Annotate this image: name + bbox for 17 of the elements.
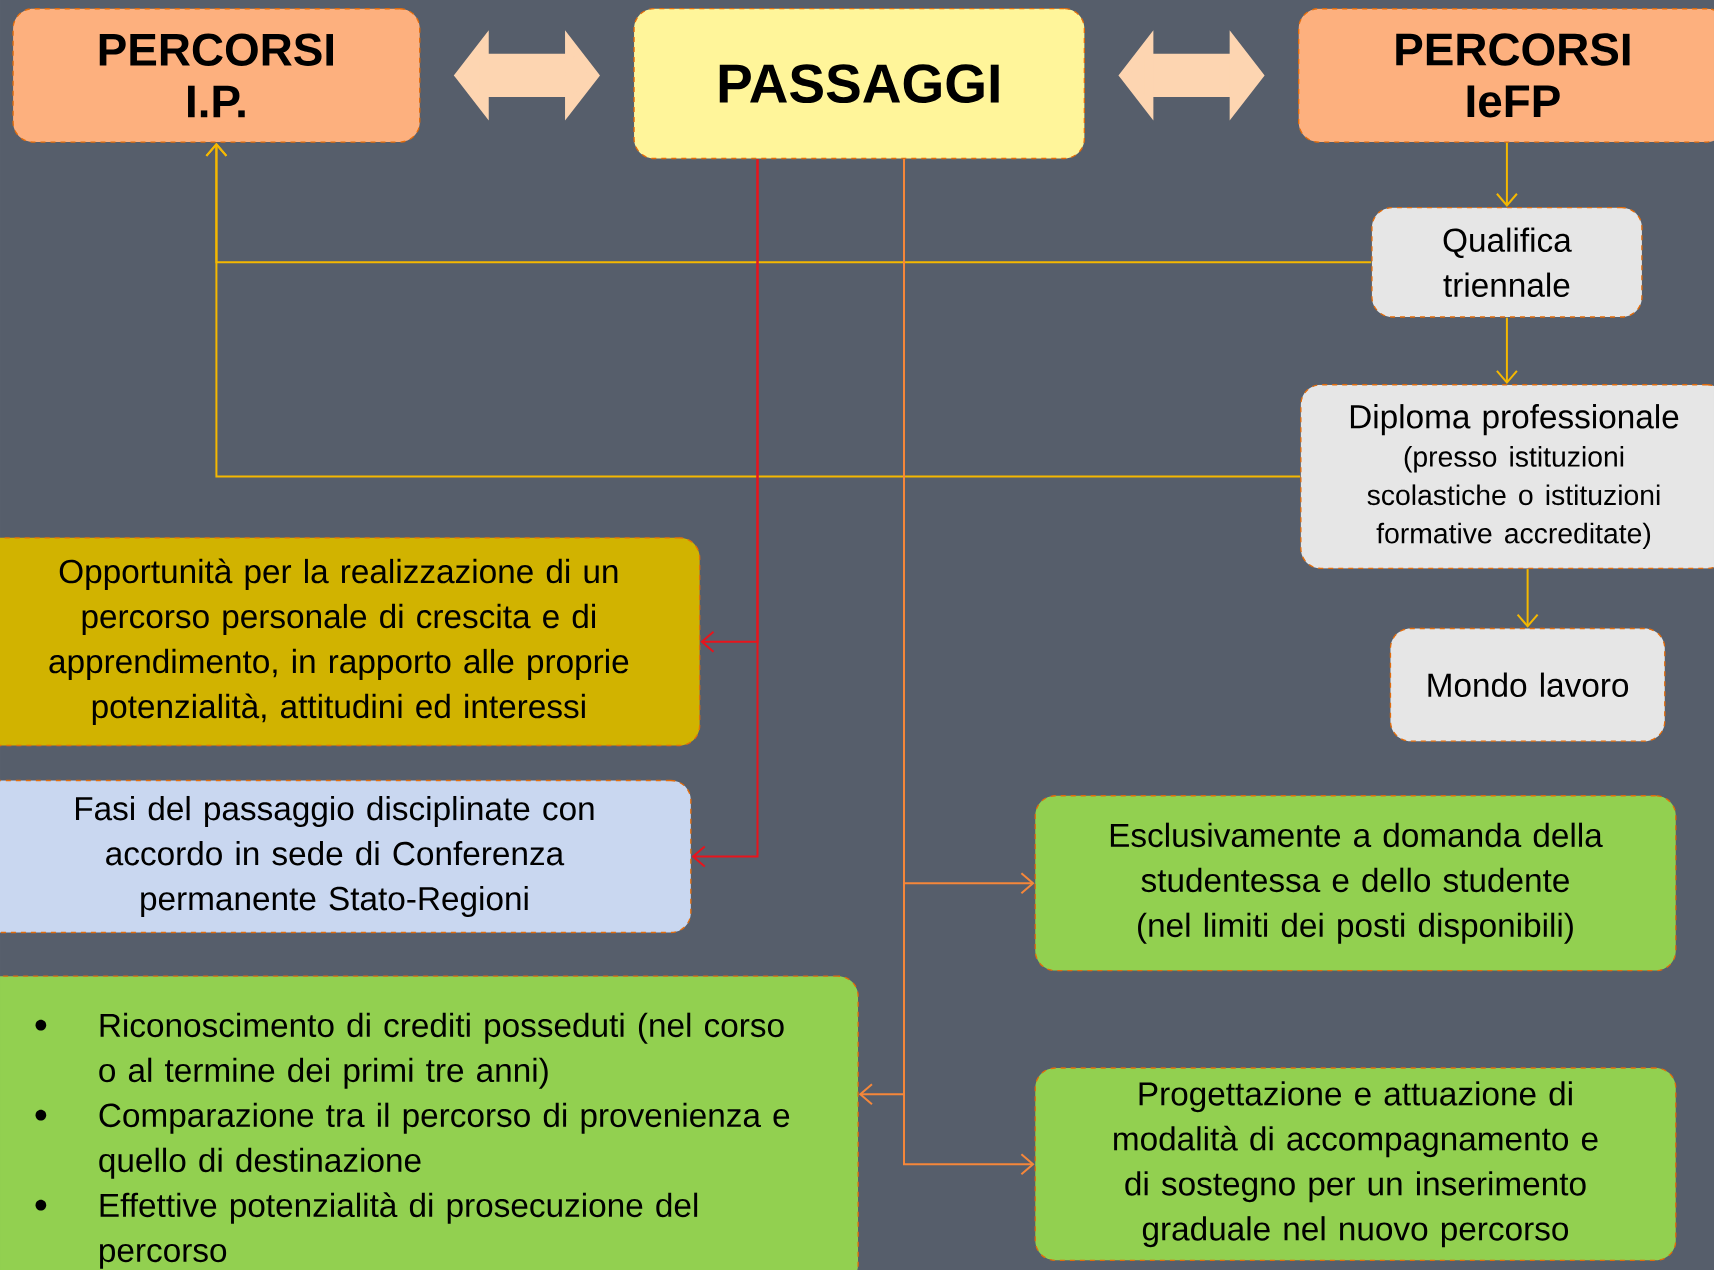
route-box: PERCORSI I.P. xyxy=(12,8,421,143)
info-box: Opportunità per la realizzazione di un percorso personale di crescita e di apprendimento, in rapporto alle proprie potenzialità, attitudini ed interessi xyxy=(0,537,701,747)
info-box: Esclusivamente a domanda della studentessa e dello studente (nel limiti dei posti disponibili) xyxy=(1034,795,1677,972)
info-box: Progettazione e attuazione di modalità di accompagnamento e di sostegno per un inserimento graduale nel nuovo percorso xyxy=(1034,1067,1677,1262)
route-box: PERCORSI IeFP xyxy=(1298,8,1714,143)
arrow xyxy=(205,142,1302,478)
arrow xyxy=(1495,141,1518,207)
arrow xyxy=(691,158,759,868)
info-box: Qualifica triennale xyxy=(1371,206,1643,318)
info-box: Mondo lavoro xyxy=(1389,627,1666,742)
info-box: Riconoscimento di crediti posseduti (nel corso o al termine dei primi tre anni) Comparazione tra il percorso di provenienza e quello di destinazione Effettive potenzialità di prosecuzione del percorso xyxy=(0,975,859,1270)
arrow xyxy=(1516,568,1539,628)
arrow xyxy=(1495,316,1518,385)
info-box: Fasi del passaggio disciplinate con accordo in sede di Conferenza permanente Stato-Regioni xyxy=(0,779,692,934)
info-box: Diploma professionale (presso istituzioni scolastiche o istituzioni formative accreditate) xyxy=(1300,384,1714,570)
arrow xyxy=(903,158,1035,1176)
title-box: PASSAGGI xyxy=(633,8,1086,160)
